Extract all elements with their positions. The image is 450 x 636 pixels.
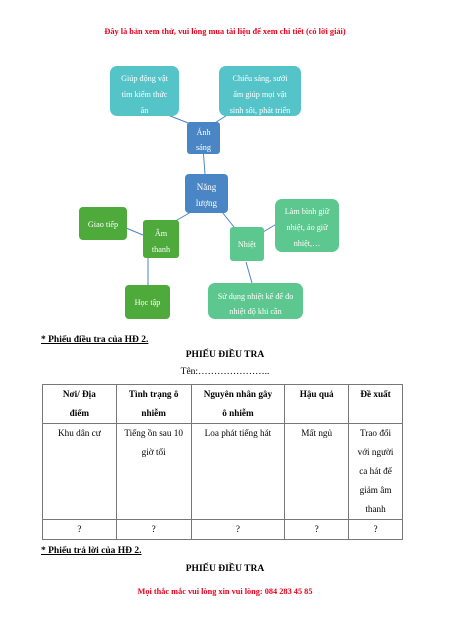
svg-text:ấm giúp mọi vật: ấm giúp mọi vật (233, 90, 287, 99)
form-name-line: Tên:………………….. (180, 367, 270, 377)
svg-text:nhiệt,…: nhiệt,… (294, 239, 321, 248)
svg-text:Làm bình giữ: Làm bình giữ (285, 207, 330, 216)
svg-text:Âm: Âm (155, 228, 168, 238)
svg-text:thanh: thanh (152, 245, 170, 254)
cell-question: ? (42, 519, 117, 540)
cell-question: ? (190, 519, 286, 540)
leaf-node-animals: Giúp động vật tìm kiếm thức ăn (110, 66, 179, 116)
svg-text:nhiệt, áo giữ: nhiệt, áo giữ (286, 223, 328, 232)
svg-text:Giúp động vật: Giúp động vật (121, 74, 169, 83)
leaf-node-keep-warm: Làm bình giữ nhiệt, áo giữ nhiệt,… (275, 199, 339, 252)
svg-text:Nhiệt: Nhiệt (238, 240, 257, 249)
center-node-energy: Năng lượng (185, 174, 228, 213)
cell-cause: Loa phát tiếng hát (190, 423, 286, 520)
svg-text:nhiệt độ khi cần: nhiệt độ khi cần (229, 307, 282, 316)
svg-text:Giao tiếp: Giao tiếp (88, 220, 118, 229)
svg-text:Ánh: Ánh (196, 127, 210, 137)
leaf-node-plants: Chiếu sáng, sưởi ấm giúp mọi vật sinh sô… (219, 66, 301, 116)
leaf-node-learning: Học tập (125, 285, 170, 319)
svg-text:sinh sôi, phát triển: sinh sôi, phát triển (230, 106, 291, 115)
cell-question: ? (115, 519, 192, 540)
table-row: ? ? ? ? ? (42, 519, 403, 540)
header-consequence: Hậu quả (284, 384, 350, 424)
leaf-node-communication: Giao tiếp (79, 207, 127, 240)
svg-text:tìm kiếm thức: tìm kiếm thức (122, 90, 168, 99)
form-title-2: PHIẾU ĐIỀU TRA (185, 564, 265, 574)
node-sound: Âm thanh (143, 220, 179, 258)
cell-question: ? (284, 519, 350, 540)
svg-text:sáng: sáng (196, 143, 211, 152)
cell-location: Khu dân cư (42, 423, 117, 520)
cell-consequence: Mất ngủ (284, 423, 350, 520)
leaf-node-thermometer: Sử dụng nhiệt kế để đo nhiệt độ khi cần (208, 283, 303, 319)
node-light: Ánh sáng (187, 122, 220, 154)
node-heat: Nhiệt (230, 227, 264, 261)
svg-text:Sử dụng nhiệt kế để đo: Sử dụng nhiệt kế để đo (218, 292, 294, 301)
header-proposal: Đề xuất (348, 384, 403, 424)
section-heading-answer: * Phiếu trả lời của HĐ 2. (41, 546, 142, 556)
energy-mind-map: Giúp động vật tìm kiếm thức ăn Chiếu sán… (79, 66, 339, 319)
svg-text:Học tập: Học tập (135, 298, 161, 307)
svg-text:Năng: Năng (197, 182, 217, 192)
bottom-banner: Mọi thắc mắc vui lòng xin vui lòng: 084 … (137, 587, 313, 596)
section-heading-survey: * Phiếu điều tra của HĐ 2. (41, 335, 149, 345)
top-banner: Đây là bản xem thử, vui lòng mua tài liệ… (104, 27, 346, 36)
form-title: PHIẾU ĐIỀU TRA (185, 350, 265, 360)
svg-text:ăn: ăn (141, 106, 149, 115)
svg-text:Chiếu sáng, sưởi: Chiếu sáng, sưởi (233, 74, 289, 83)
svg-text:lượng: lượng (196, 198, 218, 208)
cell-question: ? (348, 519, 403, 540)
